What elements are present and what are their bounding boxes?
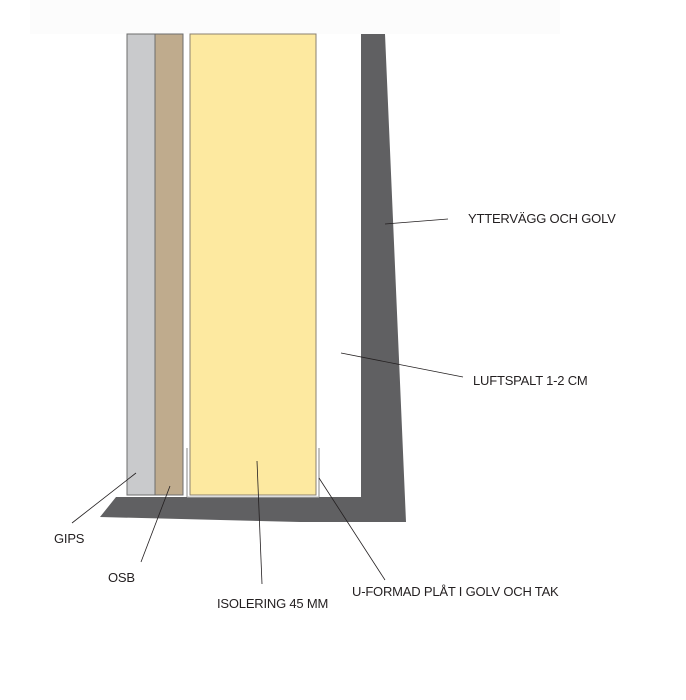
- leader-osb: [140, 485, 171, 563]
- leader-luftspalt: [340, 352, 464, 378]
- outer-wall-and-floor: [100, 34, 406, 522]
- leader-isolering: [256, 460, 263, 585]
- leader-uplat: [318, 477, 386, 581]
- gips-layer: [126, 33, 156, 496]
- label-uplat: U-FORMAD PLÅT I GOLV OCH TAK: [352, 584, 559, 599]
- air-gap: [317, 34, 361, 497]
- leader-ytterwall: [384, 218, 449, 225]
- osb-layer: [154, 33, 184, 496]
- label-osb: OSB: [108, 570, 135, 585]
- background-band: [30, 0, 560, 34]
- insulation-layer: [189, 33, 317, 496]
- label-luftspalt: LUFTSPALT 1-2 CM: [473, 373, 588, 388]
- label-isolering: ISOLERING 45 MM: [217, 596, 329, 611]
- leader-gips: [71, 472, 137, 524]
- label-gips: GIPS: [54, 531, 85, 546]
- label-ytterwall: YTTERVÄGG OCH GOLV: [468, 211, 616, 226]
